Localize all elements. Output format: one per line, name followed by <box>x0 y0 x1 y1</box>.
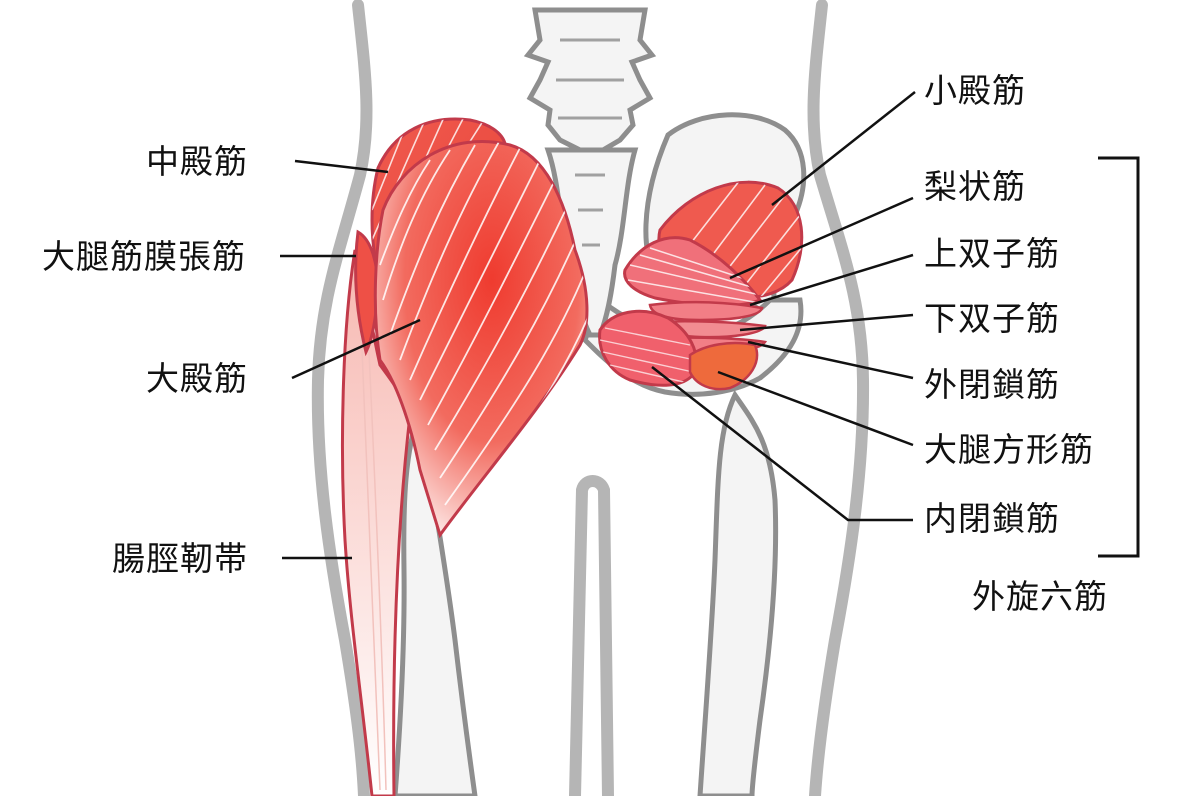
label-quadratus-femoris: 大腿方形筋 <box>924 430 1094 469</box>
leader-quadratus-femoris <box>717 370 914 447</box>
label-gluteus-medius: 中殿筋 <box>146 142 248 181</box>
leader-obturator-internus <box>651 366 913 522</box>
leader-gemellus-superior <box>749 253 914 307</box>
iliotibial-band <box>340 249 412 796</box>
femur-bones <box>392 390 779 796</box>
label-gemellus-superior: 上双子筋 <box>924 234 1060 273</box>
piriformis <box>623 236 763 308</box>
leader-obturator-externus <box>747 340 914 380</box>
label-piriformis: 梨状筋 <box>924 167 1026 206</box>
leader-lines-right <box>651 91 916 522</box>
group-bracket <box>1098 156 1140 558</box>
leader-gluteus-maximus <box>291 318 421 380</box>
label-tensor-fasciae-latae: 大腿筋膜張筋 <box>42 237 246 276</box>
label-group: 外旋六筋 <box>972 577 1108 616</box>
label-iliotibial-band: 腸脛靭帯 <box>112 539 248 578</box>
label-gluteus-minimus: 小殿筋 <box>924 71 1026 110</box>
leader-gemellus-inferior <box>739 313 914 332</box>
label-obturator-externus: 外閉鎖筋 <box>924 365 1060 404</box>
leader-gluteus-medius <box>294 159 389 174</box>
label-gemellus-inferior: 下双子筋 <box>924 299 1060 338</box>
leader-piriformis <box>729 196 914 280</box>
obturator-externus <box>688 341 759 391</box>
leader-gluteus-minimus <box>771 91 916 206</box>
label-gluteus-maximus: 大殿筋 <box>146 359 248 398</box>
body-outline <box>311 0 870 796</box>
leader-lines-left <box>280 159 421 560</box>
label-obturator-internus: 内閉鎖筋 <box>924 499 1060 538</box>
gluteus-maximus <box>373 140 589 539</box>
